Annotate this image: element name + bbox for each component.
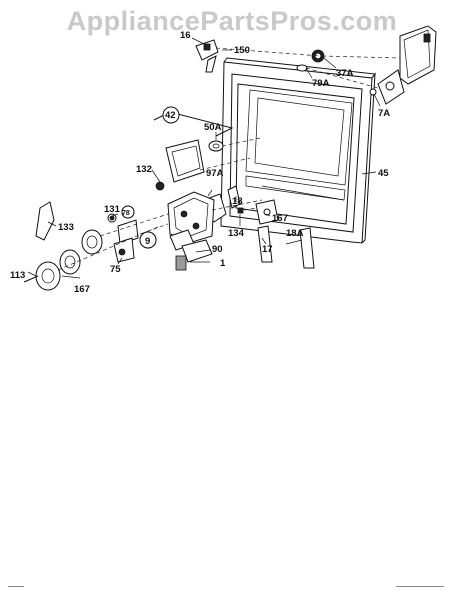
callout-133: 133 (58, 222, 74, 233)
callout-17: 17 (262, 244, 273, 255)
callout-79a: 79A (312, 78, 330, 89)
callout-18a: 18A (286, 228, 304, 239)
callout-42-circle (162, 106, 180, 124)
door-panel (220, 57, 376, 244)
lower-right-parts (237, 199, 315, 269)
callout-75: 75 (110, 264, 121, 275)
latch-body (167, 191, 263, 271)
callout-132: 132 (136, 164, 152, 175)
callout-134: 134 (228, 228, 245, 239)
callout-37a: 37A (336, 68, 354, 79)
callout-113: 113 (10, 270, 25, 281)
callout-42: 42 (165, 110, 176, 121)
footer-mark-left (8, 586, 24, 591)
callout-167-left: 167 (74, 284, 90, 295)
callout-167-right: 167 (272, 213, 288, 224)
callout-9: 9 (145, 236, 150, 247)
callout-131: 131 (104, 204, 121, 215)
footer-mark-right (396, 586, 444, 591)
callout-150: 150 (234, 45, 250, 56)
watermark: AppliancePartsPros.com (66, 6, 398, 36)
callout-9-circle (139, 231, 157, 249)
hinge-assembly (195, 25, 437, 105)
callout-7a: 7A (378, 108, 390, 119)
callout-97a: 97A (206, 168, 224, 179)
callout-18: 18 (232, 196, 243, 207)
callout-16: 16 (180, 30, 191, 41)
callout-78: 78 (122, 210, 130, 217)
callout-78-circle (121, 205, 135, 219)
callout-90: 90 (212, 244, 223, 255)
callout-1: 1 (220, 258, 226, 269)
callout-45: 45 (378, 168, 389, 179)
leader-lines (27, 37, 381, 279)
callout-50a: 50A (204, 122, 222, 133)
callout-labels: 16 150 37A 79A 7A 42 50A 45 132 97A 18 1… (10, 30, 390, 295)
